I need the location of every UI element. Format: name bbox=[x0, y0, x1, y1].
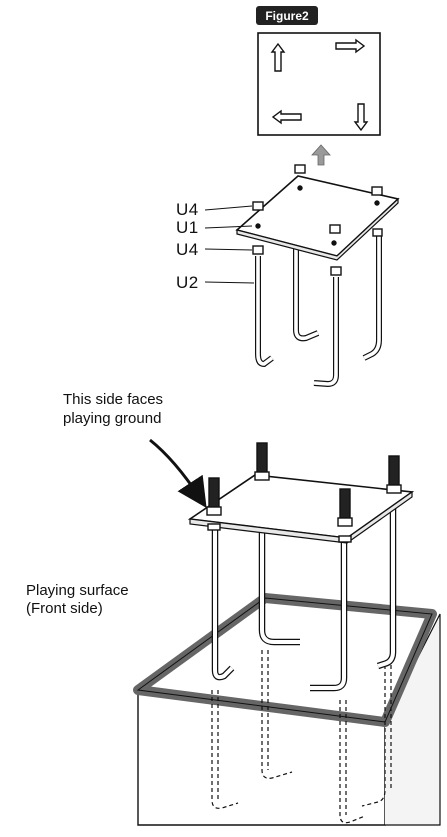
arrow-icon-right bbox=[335, 38, 366, 54]
u-bolt-installed-front bbox=[310, 538, 348, 692]
up-arrow-icon bbox=[311, 144, 331, 166]
exploded-assembly bbox=[204, 164, 400, 388]
u-bolt-front-left bbox=[252, 245, 274, 368]
label-u4-bottom: U4 bbox=[176, 240, 199, 259]
label-u4-top: U4 bbox=[176, 200, 199, 219]
u-bolt-installed-back bbox=[258, 518, 300, 646]
u-bolt-installed-right bbox=[376, 505, 397, 670]
side-faces-note-line2: playing ground bbox=[63, 410, 162, 427]
arrow-icon-left bbox=[271, 109, 302, 125]
stud-nuts bbox=[206, 471, 402, 543]
nut-top bbox=[252, 164, 383, 237]
u-bolt-front-right bbox=[313, 266, 342, 388]
label-u1: U1 bbox=[176, 218, 199, 237]
surface-note-line1: Playing surface bbox=[26, 582, 129, 599]
pointer-arrow-icon bbox=[149, 438, 207, 509]
surface-note-line2: (Front side) bbox=[26, 600, 103, 617]
u-bolt-rear-left bbox=[293, 238, 320, 342]
u-bolt-installed-left bbox=[211, 525, 235, 681]
label-u2: U2 bbox=[176, 273, 199, 292]
side-faces-note-line1: This side faces bbox=[63, 391, 164, 408]
u-bolt-rear-right bbox=[362, 235, 382, 361]
arrow-icon-down bbox=[353, 103, 369, 132]
figure2-inset bbox=[257, 32, 381, 136]
installed-assembly bbox=[133, 438, 441, 826]
figure-label: Figure2 bbox=[256, 6, 318, 25]
arrow-icon-up bbox=[270, 42, 286, 72]
